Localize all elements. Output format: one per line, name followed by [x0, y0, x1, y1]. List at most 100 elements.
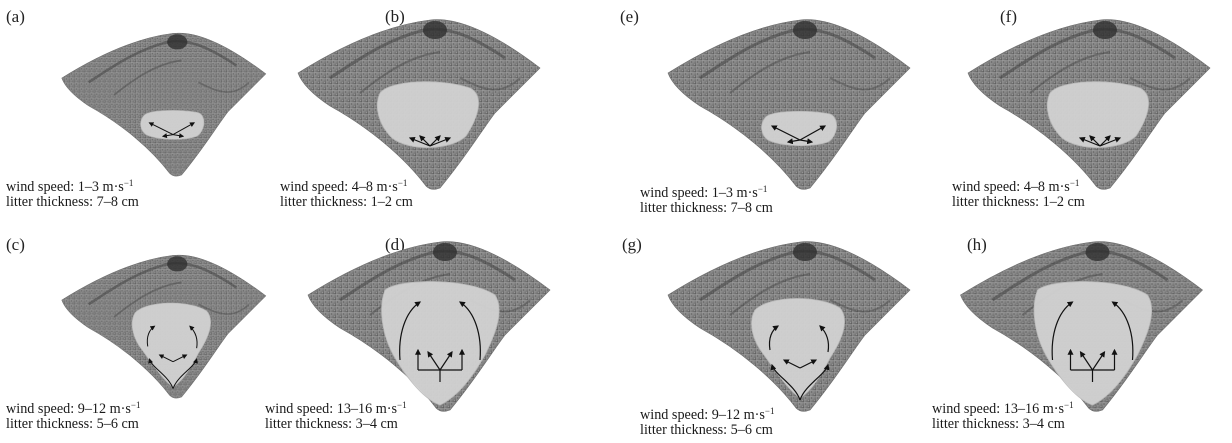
fire-spread-arrow: [172, 122, 196, 136]
hilltop-shadow: [1085, 243, 1110, 261]
litter-thickness-line: litter thickness: 3–4 cm: [265, 416, 398, 432]
fire-spread-arrow: [427, 351, 441, 371]
hilltop-shadow: [423, 21, 447, 39]
burned-area: [140, 110, 205, 140]
litter-thickness-value: 5–6 cm: [730, 422, 773, 438]
ridge-line: [829, 77, 891, 91]
ridge-line: [113, 281, 182, 318]
burned-area: [376, 81, 479, 148]
fire-spread-arrow: [1079, 351, 1093, 371]
litter-thickness-value: 3–4 cm: [1022, 416, 1065, 432]
ignition-bracket: [1070, 369, 1115, 382]
panel-label: (a): [6, 7, 25, 26]
fire-spread-arrow: [158, 354, 174, 363]
wind-speed-line: wind speed: 9–12 m·s−1: [6, 400, 141, 417]
fire-spread-arrow: [1089, 135, 1101, 147]
ridge-line: [459, 77, 521, 91]
hilltop-shadow: [167, 256, 188, 272]
wind-speed-line: wind speed: 9–12 m·s−1: [640, 406, 775, 423]
ridge-line: [829, 299, 891, 313]
fire-spread-arrow: [408, 136, 431, 147]
wind-speed-line: wind speed: 1–3 m·s−1: [640, 184, 768, 201]
fire-spread-arrow: [1078, 136, 1101, 147]
fire-spread-arrow: [161, 133, 174, 139]
fire-spread-arrow: [768, 325, 779, 351]
fire-spread-arrow: [429, 135, 441, 147]
litter-thickness-line: litter thickness: 7–8 cm: [640, 200, 773, 216]
wind-speed-value: 1–3 m·s: [77, 179, 124, 195]
wind-speed-value: 1–3 m·s: [711, 185, 758, 201]
litter-thickness-value: 1–2 cm: [1042, 194, 1085, 210]
ridge-line: [359, 51, 441, 94]
wind-speed-value: 9–12 m·s: [77, 401, 131, 417]
fire-spread-arrow: [782, 359, 801, 369]
fire-spread-arrow: [148, 122, 174, 136]
terrain-image: [307, 241, 551, 412]
litter-thickness-value: 1–2 cm: [370, 194, 413, 210]
fire-spread-arrow: [1111, 301, 1134, 361]
burned-area: [761, 110, 837, 146]
wind-speed-line: wind speed: 1–3 m·s−1: [6, 178, 134, 195]
burned-area: [381, 281, 500, 406]
hilltop-shadow: [793, 21, 817, 39]
litter-thickness-line: litter thickness: 1–2 cm: [280, 194, 413, 210]
fire-spread-arrow: [819, 325, 830, 353]
hilltop-shadow: [793, 243, 817, 261]
terrain-image: [667, 241, 911, 412]
terrain-image: [61, 32, 267, 177]
fire-spread-arrow: [770, 125, 801, 141]
wind-speed-line: wind speed: 4–8 m·s−1: [952, 178, 1080, 195]
terrain-image: [297, 19, 541, 190]
terrain-surface: [61, 32, 267, 177]
fire-spread-arrow: [799, 359, 818, 369]
wind-speed-value: 13–16 m·s: [336, 401, 398, 417]
litter-thickness-line: litter thickness: 5–6 cm: [6, 416, 139, 432]
fire-spread-arrow: [189, 325, 198, 349]
fire-spread-arrow: [399, 301, 421, 361]
litter-thickness-value: 5–6 cm: [96, 416, 139, 432]
terrain-surface: [667, 19, 911, 190]
fire-spread-arrow: [429, 136, 452, 147]
wind-speed-line: wind speed: 13–16 m·s−1: [265, 400, 407, 417]
ridge-line: [1129, 77, 1191, 91]
hilltop-shadow: [1093, 21, 1117, 39]
ridge-line: [1029, 51, 1111, 94]
litter-thickness-line: litter thickness: 7–8 cm: [6, 194, 139, 210]
wind-speed-value: 4–8 m·s: [351, 179, 398, 195]
fire-spread-arrow: [786, 138, 801, 145]
panel-label: (d): [385, 235, 405, 254]
ridge-line: [729, 51, 811, 94]
panel-label: (f): [1000, 7, 1017, 26]
panel-label: (e): [620, 7, 639, 26]
hilltop-shadow: [433, 243, 457, 261]
ridge-line: [729, 273, 811, 316]
ridge-line: [113, 59, 182, 96]
fire-spread-arrow: [172, 358, 198, 389]
fire-spread-arrow: [459, 301, 481, 361]
litter-thickness-value: 7–8 cm: [730, 200, 773, 216]
terrain-image: [667, 19, 911, 190]
fire-spread-arrow: [799, 125, 827, 141]
burned-area: [751, 298, 845, 399]
litter-thickness-line: litter thickness: 1–2 cm: [952, 194, 1085, 210]
ridge-line: [197, 303, 250, 315]
burned-area: [131, 302, 211, 388]
panel-label: (g): [622, 235, 642, 254]
litter-thickness-line: litter thickness: 3–4 cm: [932, 416, 1065, 432]
fire-spread-arrow: [1099, 136, 1122, 147]
litter-thickness-value: 3–4 cm: [355, 416, 398, 432]
